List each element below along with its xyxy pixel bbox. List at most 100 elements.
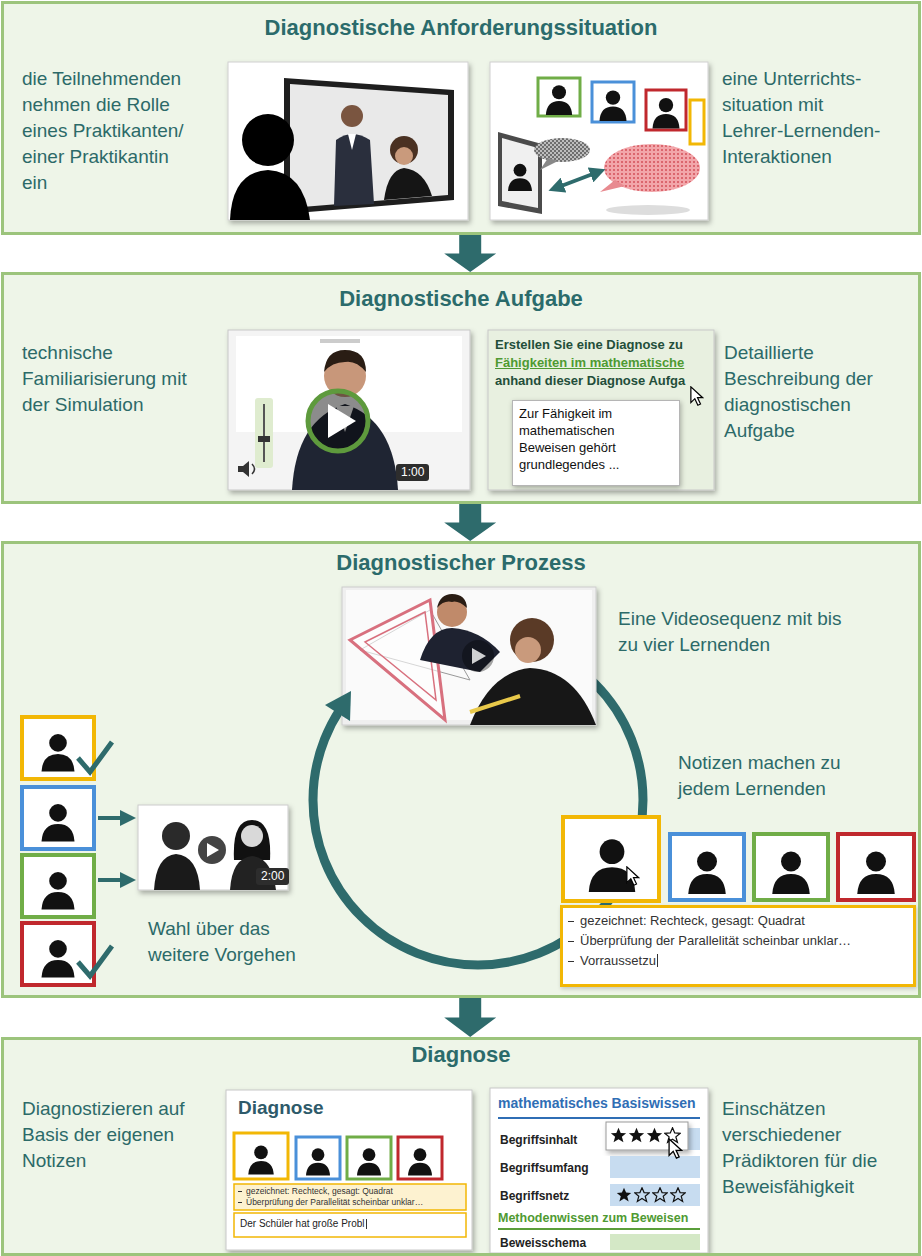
classroom-illustration	[498, 132, 542, 214]
panel-band: Diagnostische Anforderungssituationdie T…	[1, 1, 921, 235]
video-screenshot-art	[324, 350, 366, 372]
panel-heading: Diagnostische Aufgabe	[4, 286, 918, 312]
student-portraits	[78, 742, 112, 772]
note-line: Überprüfung der Parallelität scheinbar u…	[246, 1197, 423, 1207]
notes-portraits	[838, 834, 914, 900]
video-screenshot-art	[238, 461, 249, 477]
student-portraits	[42, 872, 75, 909]
bullet-dash	[568, 961, 574, 962]
screen-heading: Diagnose	[238, 1097, 324, 1119]
description-text: Detaillierte Beschreibung der diagnostis…	[724, 340, 909, 444]
flow-arrow	[444, 998, 496, 1037]
text-caret	[657, 954, 658, 967]
panel-heading: Diagnostischer Prozess	[4, 550, 918, 576]
diagnosis-screenshot-art	[226, 1090, 472, 1250]
rating-screenshot-art	[610, 1234, 700, 1250]
video-thumbnail: 2:00	[138, 805, 288, 890]
rating-screenshot-art	[671, 1188, 685, 1202]
rating-screenshot-art	[653, 1188, 667, 1202]
classroom-illustration	[490, 62, 708, 220]
viewer-illustration	[348, 134, 356, 150]
flow-arrow	[444, 504, 496, 541]
lesson-video-art	[342, 587, 596, 725]
description-text: Notizen machen zu jedem Lernenden	[678, 750, 888, 802]
classroom-illustration	[490, 62, 708, 220]
student-portraits	[22, 717, 128, 985]
classroom-illustration	[600, 90, 627, 121]
rating-screenshot-art	[490, 1088, 708, 1253]
lesson-video-art	[470, 696, 520, 712]
notes-portraits	[754, 834, 828, 900]
video-thumbnail-art	[234, 820, 270, 860]
diagnosis-screenshot-art	[296, 1137, 340, 1179]
video-screenshot-art	[308, 391, 368, 451]
rating-label: Beweisschema	[500, 1236, 586, 1251]
task-screenshot-art	[488, 330, 714, 490]
video-thumbnail-art	[198, 836, 226, 864]
viewer-illustration	[341, 105, 363, 127]
panel-band: Diagnostischer ProzessEine Videosequenz …	[1, 541, 921, 998]
viewer-illustration	[334, 134, 374, 206]
panel-fill	[1, 272, 921, 504]
classroom-illustration	[540, 158, 558, 170]
viewer-illustration	[290, 84, 448, 208]
video-screenshot-art	[228, 330, 470, 490]
description-text: technische Familiarisierung mit der Simu…	[22, 340, 192, 418]
rating-label: Begriffsinhalt	[500, 1133, 577, 1148]
category-heading: Methodenwissen zum Beweisen	[498, 1210, 688, 1226]
description-text: Einschätzen verschiedener Prädiktoren fü…	[722, 1096, 912, 1200]
video-screenshot-art	[258, 436, 270, 442]
bullet-dash	[238, 1191, 242, 1192]
description-text: die Teilnehmenden nehmen die Rolle eines…	[22, 66, 192, 196]
panel-heading: Diagnose	[4, 1042, 918, 1068]
rating-label: Begriffsumfang	[500, 1161, 589, 1176]
diagnosis-screenshot-art	[234, 1213, 466, 1237]
video-screenshot-art	[328, 404, 356, 438]
task-screenshot-art	[488, 330, 714, 490]
classroom-illustration	[556, 172, 598, 188]
student-portraits	[22, 717, 94, 779]
video-duration: 1:00	[396, 464, 429, 481]
description-text: Diagnostizieren auf Basis der eigenen No…	[22, 1096, 197, 1174]
viewer-illustration	[395, 147, 413, 165]
student-portraits	[42, 940, 75, 977]
lesson-video-art	[462, 640, 494, 672]
video-screenshot-art	[255, 398, 273, 468]
student-portraits	[42, 804, 75, 841]
classroom-illustration	[653, 98, 680, 129]
notes-portraits	[627, 867, 639, 885]
bullet-dash	[238, 1202, 242, 1203]
description-text: Eine Videosequenz mit bis zu vier Lernen…	[618, 606, 858, 658]
video-screenshot-art	[228, 330, 470, 490]
rating-screenshot-art	[665, 1128, 680, 1142]
rating-screenshot-art	[610, 1156, 700, 1178]
note-line: gezeichnet: Rechteck, gesagt: Quadrat	[580, 912, 805, 930]
task-screenshot: Erstellen Sie eine Diagnose zuFähigkeite…	[488, 330, 714, 490]
classroom-illustration	[606, 205, 690, 215]
note-line: Überprüfung der Parallelität scheinbar u…	[580, 932, 851, 950]
classroom-illustration	[538, 78, 580, 116]
video-duration: 2:00	[256, 868, 289, 885]
viewer-illustration	[228, 62, 468, 220]
category-heading: mathematisches Basiswissen	[498, 1095, 696, 1112]
task-link: Fähigkeiten im mathematische	[495, 354, 709, 372]
diagnosis-screenshot-art	[226, 1090, 472, 1250]
lesson-video-art	[515, 637, 541, 663]
lesson-video-art	[325, 587, 596, 725]
note-line: gezeichnet: Rechteck, gesagt: Quadrat	[246, 1186, 393, 1196]
student-portraits	[42, 734, 75, 771]
lesson-video-art	[510, 618, 554, 662]
classroom-illustration	[690, 100, 704, 144]
notes-box: gezeichnet: Rechteck, gesagt: QuadratÜbe…	[560, 905, 916, 987]
panel-fill	[1, 1037, 921, 1256]
rating-screenshot-art	[498, 1228, 700, 1230]
panel-fill	[1, 541, 921, 998]
student-portraits	[98, 878, 128, 882]
diagnosis-screenshot-art	[408, 1148, 432, 1175]
video-screenshot-art	[320, 339, 360, 343]
notes-portraits	[563, 817, 659, 901]
video-screenshot-art	[263, 404, 265, 462]
notes-portraits	[563, 817, 914, 901]
rating-screenshot-art	[611, 1128, 626, 1142]
bullet-dash	[568, 941, 574, 942]
